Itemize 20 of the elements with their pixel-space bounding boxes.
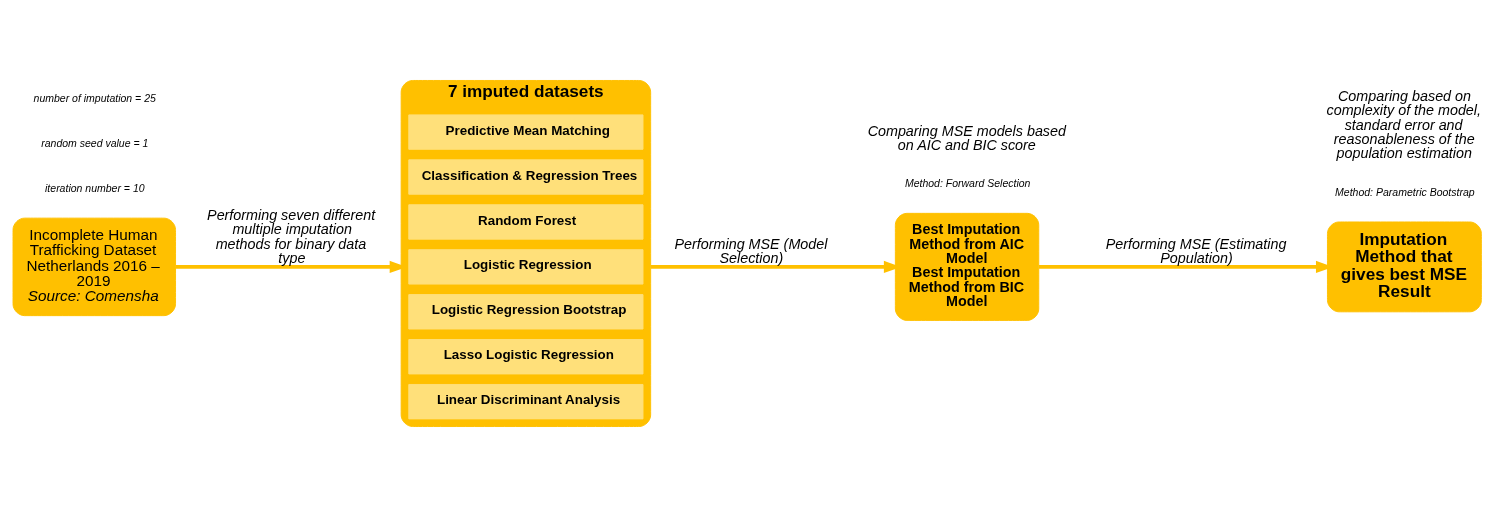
edge-label: Performing MSE (Estimating Population) <box>1105 235 1287 266</box>
label: Comparing MSE models based on AIC and BIC score <box>867 122 1066 153</box>
label: Method: Parametric Bootstrap <box>1335 185 1475 198</box>
node-box: Best Imputation Method from AIC Model Best Imputation Method from BIC Model <box>894 212 1040 321</box>
edge-label: Performing seven different multiple imputation methods for binary data type <box>207 206 376 266</box>
node-box: Imputation Method that gives best MSE Result <box>1327 220 1482 312</box>
label: Method: Forward Selection <box>904 176 1031 189</box>
node-box: Classification & Regression Trees <box>408 158 644 195</box>
node-box: Random Forest <box>408 203 644 240</box>
node-box: Logistic Regression <box>408 248 644 285</box>
edge-label: Performing MSE (Model Selection) <box>674 235 828 266</box>
label: iteration number = 10 <box>45 181 145 194</box>
label: Comparing based on complexity of the model, standard error and reasonableness of the population estimation <box>1326 87 1482 161</box>
node-box: Lasso Logistic Regression <box>408 338 644 374</box>
node-box: Linear Discriminant Analysis <box>408 383 644 419</box>
label: number of imputation = 25 <box>33 91 156 104</box>
node-box: Logistic Regression Bootstrap <box>408 293 644 329</box>
node-box: Predictive Mean Matching <box>408 113 644 150</box>
label: random seed value = 1 <box>41 136 149 149</box>
node-box: Incomplete Human Trafficking Dataset Netherlands 2016 – 2019 Source: Comensha <box>12 217 176 316</box>
